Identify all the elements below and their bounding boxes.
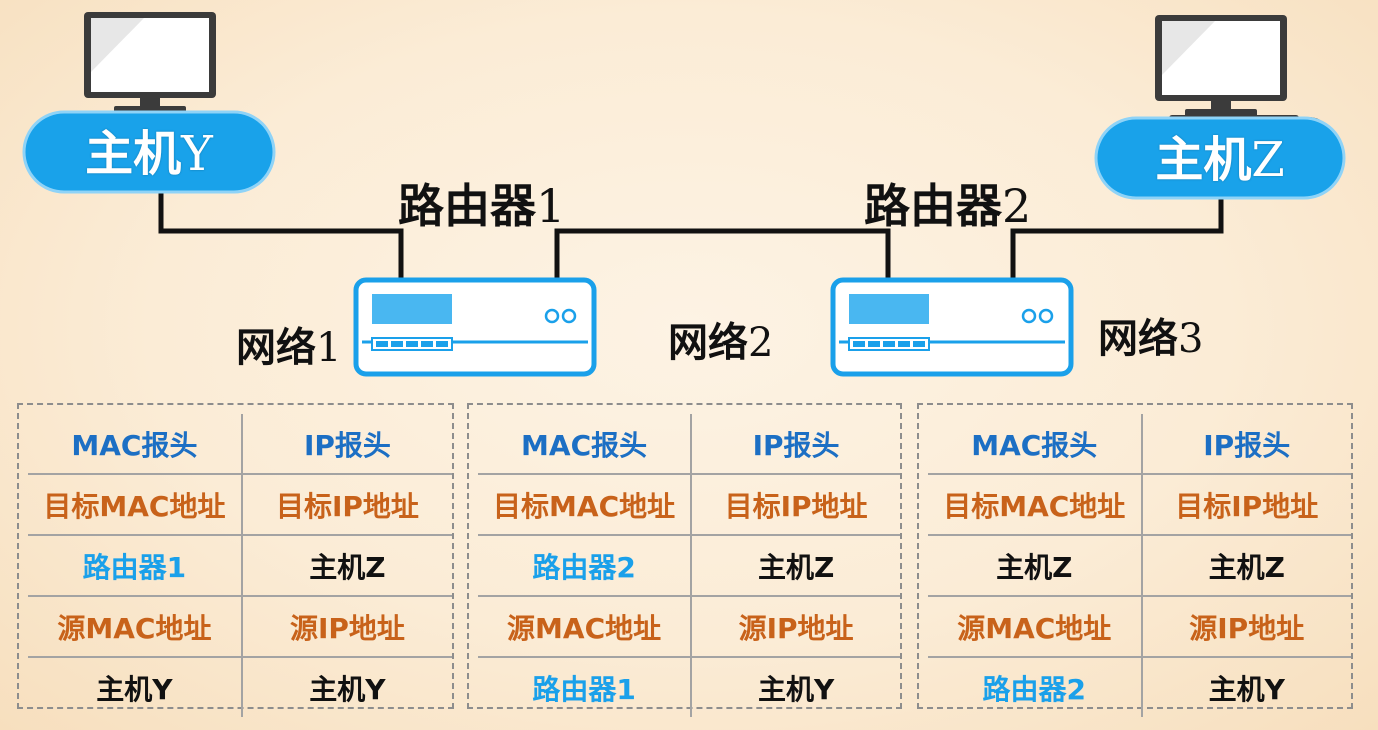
host-y-label: 主机Y: [24, 124, 274, 184]
ip-table-cell: 主机Z: [691, 535, 900, 597]
ip-table-cell: 主机Z: [1141, 535, 1351, 597]
router-1-suffix: 1: [536, 179, 566, 233]
link-router1-router2: [554, 228, 891, 280]
ip-table-cell: 目标IP地址: [241, 474, 452, 536]
ip-table-cell: 主机Y: [757, 672, 835, 706]
computer-icon: [1155, 15, 1323, 131]
ip-header-cell: IP报头: [691, 414, 900, 475]
ip-table-cell: 源IP地址: [691, 596, 900, 658]
router-1-label: 路由器1: [398, 170, 565, 236]
mac-table-cell: 源MAC地址: [478, 596, 693, 658]
network-1-suffix: 1: [316, 325, 342, 371]
table-row: 目标MAC地址目标IP地址: [28, 474, 452, 536]
table-row: 目标MAC地址目标IP地址: [478, 474, 900, 536]
table-row: 主机Y 主机Y: [28, 657, 452, 717]
ip-header-cell: IP报头: [241, 414, 452, 475]
ip-table-cell: 主机Z: [241, 535, 452, 597]
link-hostY-router1: [158, 192, 404, 280]
network-1-label: 网络1: [236, 315, 341, 373]
host-y-cloud: [22, 110, 276, 194]
table-row: 源MAC地址源IP地址: [928, 596, 1351, 658]
network-3-label: 网络3: [1098, 306, 1203, 364]
mac-header-cell: MAC报头: [478, 414, 693, 475]
router-2-label: 路由器2: [864, 170, 1031, 236]
host-z-suffix: Z: [1251, 132, 1285, 188]
mac-header-cell: MAC报头: [928, 414, 1143, 475]
mac-table-cell: 路由器2: [478, 535, 693, 597]
mac-table-cell: 主机Y: [28, 657, 243, 717]
ip-table-cell: 源IP地址: [1141, 596, 1351, 658]
ip-table-cell: 目标IP地址: [1141, 474, 1351, 536]
link-router2-hostZ: [1010, 195, 1224, 280]
mac-table-cell: 路由器1: [28, 535, 243, 597]
router-icon: [353, 277, 597, 377]
ip-table-cell: 主机Y: [309, 672, 386, 706]
network-1-name: 网络: [236, 325, 316, 371]
mac-header-cell: MAC报头: [28, 414, 243, 475]
network-3-suffix: 3: [1178, 316, 1204, 362]
mac-table-cell: 源MAC地址: [928, 596, 1143, 658]
ip-header-cell: IP报头: [1141, 414, 1351, 475]
mac-table-cell: 目标MAC地址: [28, 474, 243, 536]
table-row: 源MAC地址源IP地址: [28, 596, 452, 658]
host-z-cloud: [1094, 116, 1346, 200]
network-3-name: 网络: [1098, 316, 1178, 362]
network-2-suffix: 2: [748, 320, 774, 366]
table-row: 路由器2 主机Y: [928, 657, 1351, 717]
router-2-suffix: 2: [1002, 179, 1032, 233]
host-z-name: 主机: [1155, 132, 1252, 188]
router-icon: [830, 277, 1074, 377]
network-2-label: 网络2: [668, 310, 773, 368]
mac-table-cell: 主机Z: [928, 535, 1143, 597]
ip-table-cell: 源IP地址: [241, 596, 452, 658]
network-diagram: [22, 12, 1346, 377]
ip-table-cell: 主机Y: [1208, 672, 1285, 706]
ip-table-cell: 目标IP地址: [691, 474, 900, 536]
network-2-name: 网络: [668, 320, 748, 366]
mac-table-cell: 目标MAC地址: [928, 474, 1143, 536]
host-z-label: 主机Z: [1096, 130, 1344, 190]
mac-table-cell: 路由器1: [478, 657, 693, 717]
host-y-name: 主机: [85, 126, 182, 182]
table-row: 路由器1 主机Y: [478, 657, 900, 717]
mac-table-cell: 目标MAC地址: [478, 474, 693, 536]
router-1-name: 路由器: [398, 179, 536, 233]
table-row: 目标MAC地址目标IP地址: [928, 474, 1351, 536]
host-y-suffix: Y: [181, 126, 213, 182]
mac-table-cell: 源MAC地址: [28, 596, 243, 658]
table-row: 源MAC地址源IP地址: [478, 596, 900, 658]
router-2-name: 路由器: [864, 179, 1002, 233]
mac-table-cell: 路由器2: [928, 657, 1143, 717]
